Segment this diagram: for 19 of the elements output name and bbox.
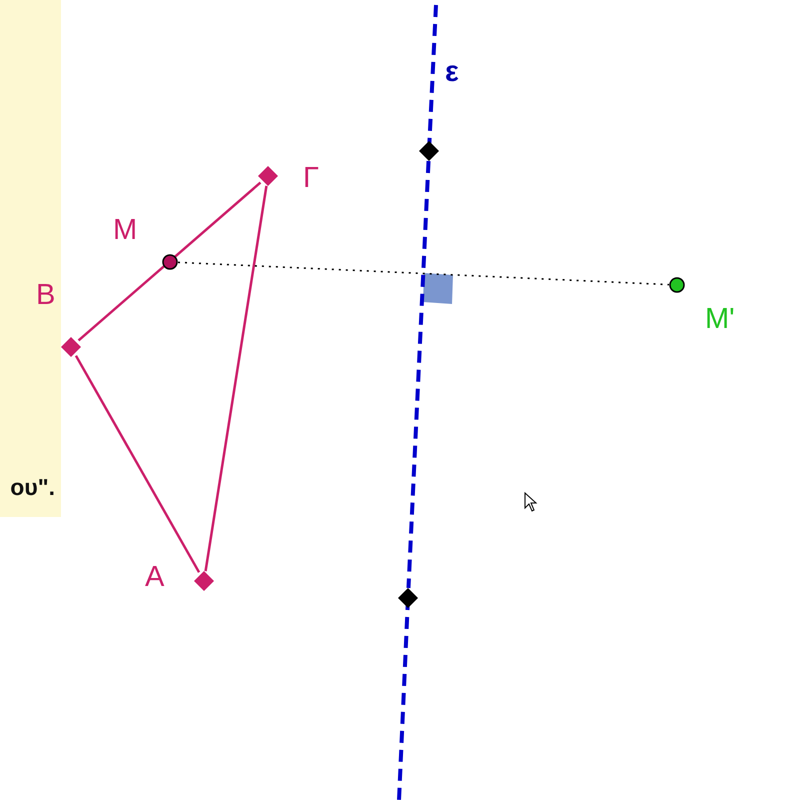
point-label: Μ (113, 216, 138, 245)
point-diamond (418, 140, 440, 162)
line-segment (204, 186, 268, 572)
line-segment (78, 182, 262, 342)
point-diamond (60, 336, 82, 358)
point-circle (668, 276, 686, 294)
point-label: Α (145, 563, 164, 592)
point-circle (161, 253, 179, 271)
point-label: Μ' (705, 305, 735, 334)
line-segment (74, 355, 200, 573)
point-label: Γ (303, 164, 319, 193)
point-label: Β (36, 281, 56, 310)
point-diamond (193, 570, 215, 592)
dashed-line (406, 160, 431, 588)
line-label: ε (445, 58, 459, 87)
dotted-line (178, 262, 670, 286)
point-diamond (257, 165, 279, 187)
note-text: ου". (10, 474, 55, 501)
point-diamond (397, 587, 419, 609)
